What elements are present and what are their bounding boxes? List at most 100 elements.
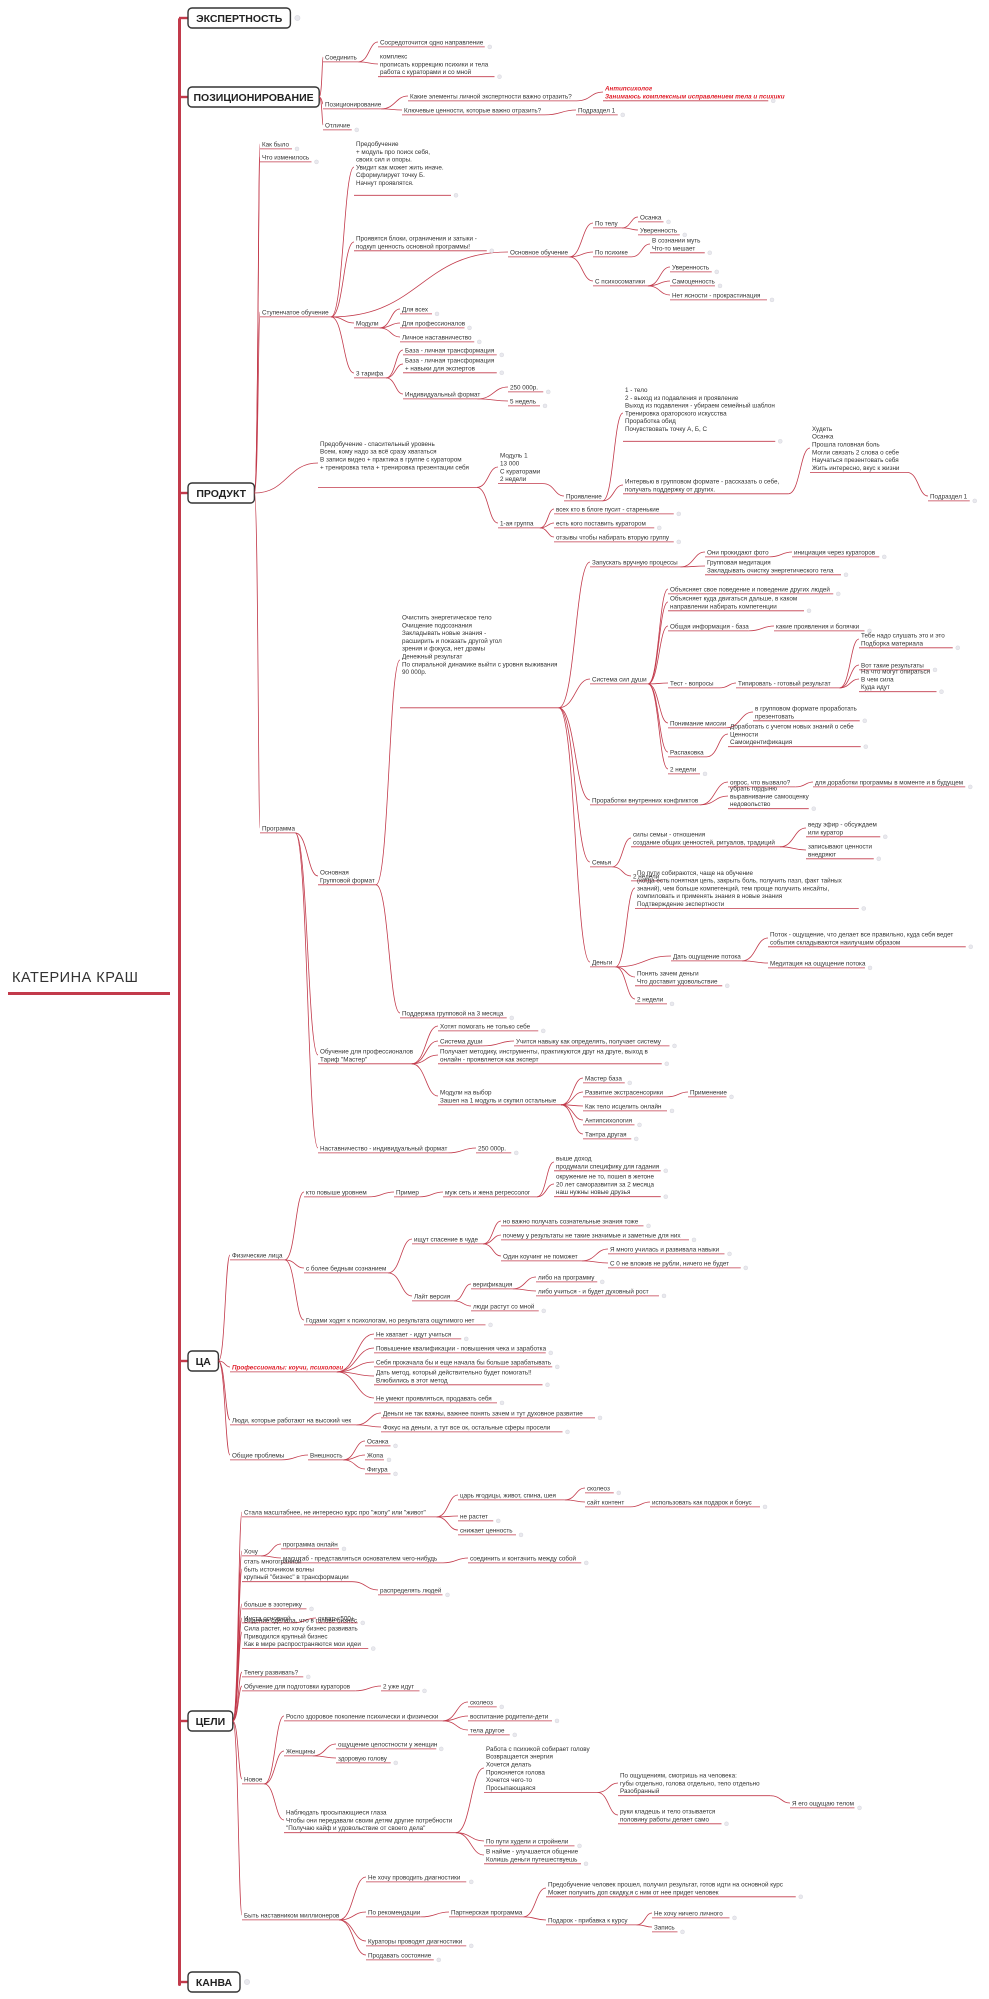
topic-node[interactable]: всех кто в блоге пусит - старенькие	[539, 505, 681, 529]
topic-node[interactable]: Не хочу проводить диагностики	[338, 1874, 474, 1921]
topic-node[interactable]: Не хочу ничего личного	[636, 1910, 737, 1926]
topic-node[interactable]: Для всех	[379, 306, 440, 329]
expand-dot-icon[interactable]	[616, 1490, 621, 1496]
topic-node[interactable]: люди растут со мной	[453, 1300, 546, 1314]
topic-node[interactable]: Наставничество - индивидуальный формат	[294, 832, 448, 1154]
topic-node[interactable]: Подраздел 1	[906, 472, 977, 504]
expand-dot-icon[interactable]	[663, 1194, 668, 1199]
expand-dot-icon[interactable]	[545, 1382, 550, 1388]
topic-node[interactable]: Повышение квалификации - повышения чека …	[336, 1344, 553, 1373]
topic-node[interactable]: Ключевые ценности, которые важно отразит…	[380, 107, 545, 116]
topic-node[interactable]: 2 недели	[615, 966, 675, 1007]
topic-node[interactable]: Отличие	[318, 96, 359, 133]
topic-node[interactable]: тела другое	[442, 1720, 517, 1738]
expand-dot-icon[interactable]	[546, 389, 551, 395]
main-topic-product[interactable]: ПРОДУКТ	[187, 482, 256, 504]
expand-dot-icon[interactable]	[867, 628, 872, 634]
expand-dot-icon[interactable]	[439, 1746, 444, 1752]
expand-dot-icon[interactable]	[883, 834, 888, 840]
expand-dot-icon[interactable]	[306, 1674, 311, 1680]
topic-node[interactable]: Я его ощущаю телом	[770, 1795, 862, 1811]
expand-dot-icon[interactable]	[514, 1150, 519, 1156]
topic-node[interactable]: Осанка	[621, 214, 671, 229]
expand-dot-icon[interactable]	[244, 1979, 250, 1985]
expand-dot-icon[interactable]	[955, 645, 960, 651]
topic-node[interactable]: 1-ая группа	[476, 487, 540, 529]
topic-node[interactable]: По телу	[569, 220, 622, 258]
topic-node[interactable]: По ощущениям, смотришь на человека:губы …	[597, 1773, 771, 1797]
topic-node[interactable]: Осанка	[343, 1438, 398, 1461]
topic-node[interactable]: Один коучинг не поможет	[482, 1243, 582, 1262]
expand-dot-icon[interactable]	[393, 1471, 398, 1477]
topic-node[interactable]: Вот такие результаты	[839, 662, 938, 689]
expand-dot-icon[interactable]	[727, 1251, 732, 1257]
expand-dot-icon[interactable]	[663, 1168, 668, 1174]
topic-node[interactable]: 2 недели	[647, 683, 708, 777]
expand-dot-icon[interactable]	[714, 269, 719, 275]
topic-node[interactable]: Продавать состояние	[338, 1919, 441, 1963]
topic-node[interactable]: Медитация на ощущение потока	[741, 960, 873, 971]
main-topic-expert[interactable]: ЭКСПЕРТНОСТЬ	[187, 7, 292, 29]
topic-node[interactable]: Основное обучение	[330, 248, 570, 318]
topic-node[interactable]: инициация через кураторов	[769, 549, 887, 560]
topic-node[interactable]: масштаб - представляться основателем чег…	[260, 1554, 443, 1564]
expand-dot-icon[interactable]	[702, 771, 708, 777]
topic-node[interactable]: Уверенность	[647, 264, 719, 287]
expand-dot-icon[interactable]	[314, 159, 319, 165]
topic-node[interactable]: 2 уже идут	[355, 1683, 427, 1694]
topic-node[interactable]: По пути худели и стройнели	[455, 1832, 582, 1849]
expand-dot-icon[interactable]	[932, 667, 938, 673]
topic-node[interactable]: но важно получать сознательные знания то…	[482, 1218, 651, 1245]
expand-dot-icon[interactable]	[836, 591, 841, 597]
topic-node[interactable]: ищут спасение в чуде	[387, 1236, 483, 1274]
topic-node[interactable]: Система сил души	[558, 676, 648, 709]
expand-dot-icon[interactable]	[467, 325, 472, 331]
expand-dot-icon[interactable]	[725, 983, 730, 989]
topic-node[interactable]: какие проявления и болячки	[748, 622, 872, 634]
expand-dot-icon[interactable]	[360, 1620, 365, 1626]
topic-node[interactable]: Не умеют проявляться, продавать себя	[336, 1371, 505, 1406]
expand-dot-icon[interactable]	[565, 1429, 570, 1435]
topic-node[interactable]: Проработки внутренних конфликтов	[558, 707, 700, 806]
topic-node[interactable]: Какие элементы личной экспертности важно…	[380, 92, 577, 110]
expand-dot-icon[interactable]	[620, 112, 625, 118]
expand-dot-icon[interactable]	[724, 1821, 729, 1827]
expand-dot-icon[interactable]	[469, 1943, 474, 1949]
topic-node[interactable]: Фокус на деньги, а тут все ок, остальные…	[356, 1424, 570, 1435]
topic-node[interactable]: Позиционирование	[319, 96, 382, 110]
topic-node[interactable]: Дать метод, который действительно будет …	[336, 1369, 550, 1388]
expand-dot-icon[interactable]	[666, 219, 671, 225]
expand-dot-icon[interactable]	[882, 554, 887, 560]
expand-dot-icon[interactable]	[657, 525, 662, 531]
topic-node[interactable]: Пример	[368, 1189, 420, 1198]
expand-dot-icon[interactable]	[354, 127, 359, 133]
expand-dot-icon[interactable]	[509, 1015, 514, 1021]
expand-dot-icon[interactable]	[857, 1805, 862, 1811]
topic-node[interactable]: Предобучение человек прошел, получил рез…	[523, 1881, 803, 1918]
main-topic-position[interactable]: ПОЗИЦИОНИРОВАНИЕ	[187, 86, 320, 108]
topic-node[interactable]: Деньги	[558, 707, 616, 968]
topic-node[interactable]: Проявятся блоки, ограничения и затыки -п…	[330, 235, 494, 318]
expand-dot-icon[interactable]	[691, 1237, 697, 1243]
expand-dot-icon[interactable]	[393, 1760, 398, 1766]
expand-dot-icon[interactable]	[646, 1223, 651, 1229]
topic-node[interactable]: кто повыше уровнем	[284, 1189, 369, 1261]
expand-dot-icon[interactable]	[811, 806, 816, 811]
expand-dot-icon[interactable]	[294, 146, 300, 152]
topic-node[interactable]: База - личная трансформация	[385, 347, 504, 379]
expand-dot-icon[interactable]	[496, 1518, 501, 1524]
topic-node[interactable]: Подраздел 1	[544, 107, 625, 118]
